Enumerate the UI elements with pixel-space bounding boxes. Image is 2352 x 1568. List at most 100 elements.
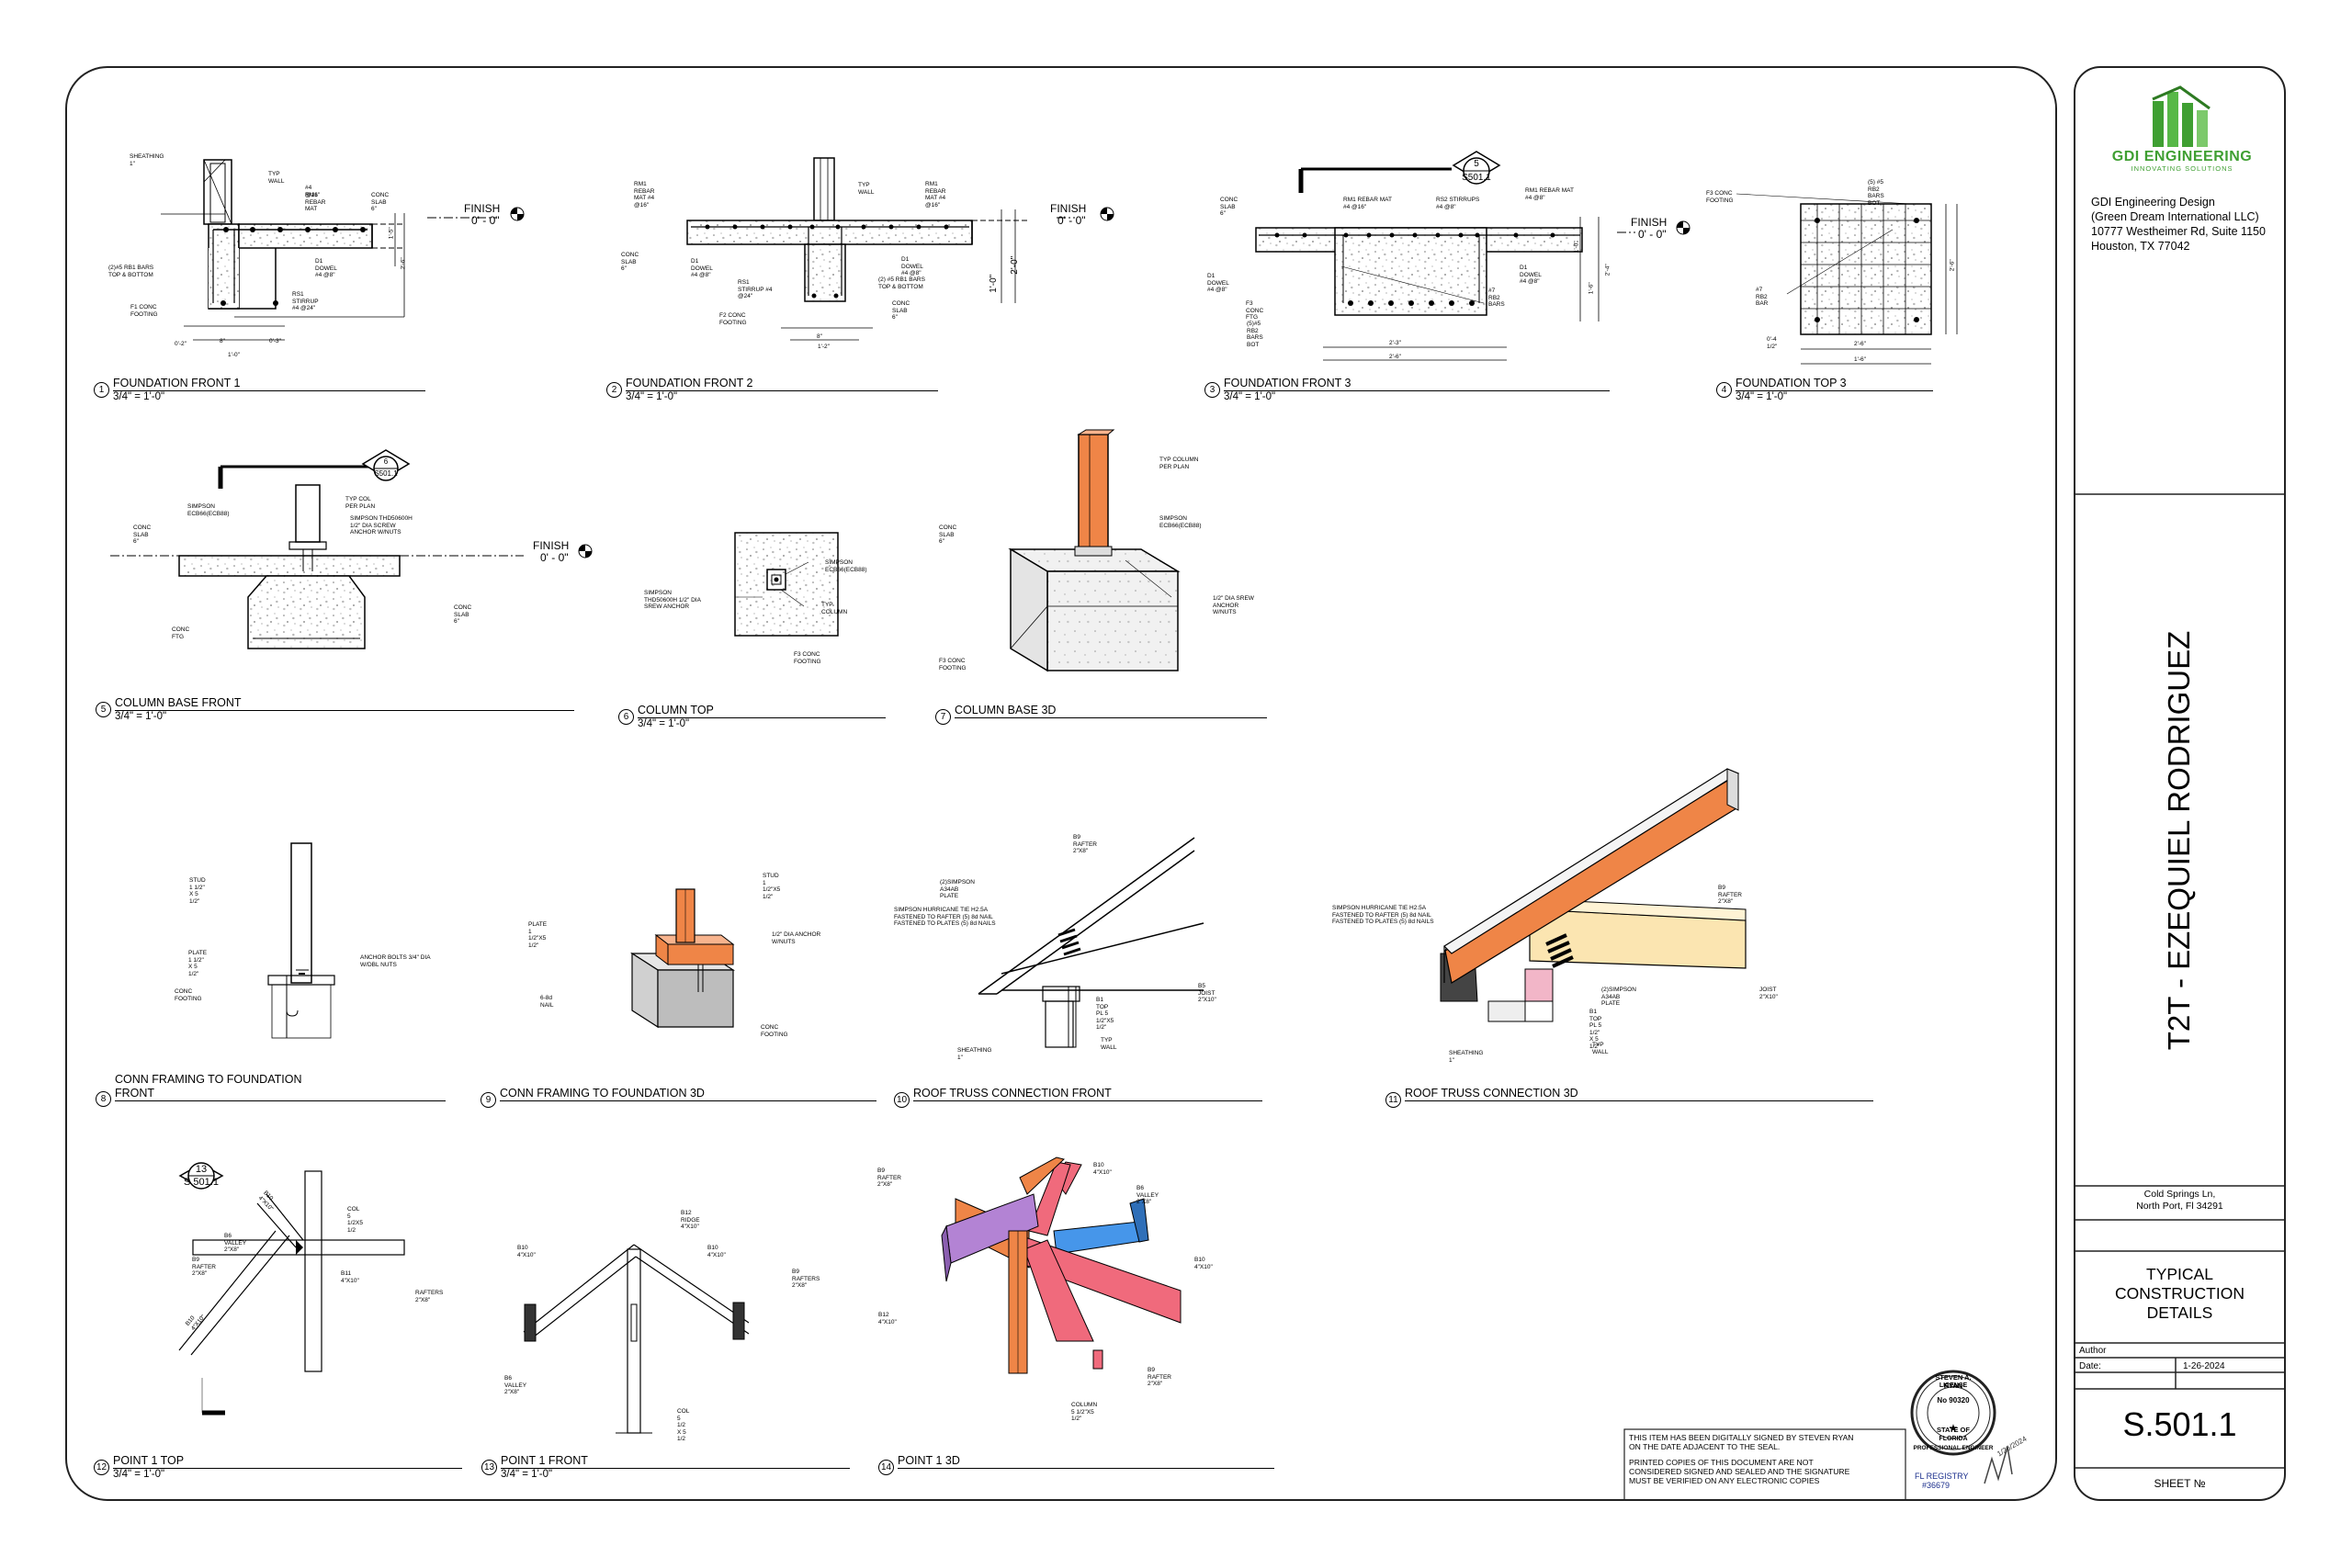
location-line: North Port, Fl 34291 (2136, 1201, 2223, 1212)
finish-label: FINISH (1050, 202, 1087, 215)
seal-registry: FL REGISTRY (1915, 1472, 1969, 1481)
detail-10-title: 10 ROOF TRUSS CONNECTION FRONT (894, 1084, 1262, 1108)
callout: SHEATHING 1" (1449, 1050, 1484, 1064)
finish-elevation: 0' - 0" (471, 214, 500, 227)
callout: (5) #5 RB2 BARS BOT (1868, 179, 1884, 207)
callout: F2 CONC FOOTING (719, 312, 747, 326)
detail-13-graphic (523, 1244, 750, 1434)
callout: D1 DOWEL #4 @8" (1207, 273, 1229, 293)
detail-12-graphic (178, 1162, 405, 1416)
detail-number: 1 (94, 382, 109, 398)
finish-marker-2: FINISH 0' - 0" (1050, 203, 1086, 227)
callout: B12 RIDGE 4"X10" (681, 1210, 700, 1230)
callout: COL 5 1/2X5 1/2 (347, 1206, 363, 1234)
callout: B1 TOP PL 5 1/2"X5 1/2" (1096, 997, 1114, 1031)
callout: D1 DOWEL #4 @8" (691, 258, 713, 278)
sheet-title-line: TYPICAL (2146, 1265, 2213, 1283)
callout: RS2 STIRRUPS #4 @8" (1436, 197, 1480, 210)
project-name: T2T - EZEQUIEL RODRIGUEZ (2162, 630, 2196, 1051)
detail-number: 8 (96, 1091, 111, 1107)
detail-title-text: POINT 1 FRONT (501, 1454, 588, 1467)
callout: RM1 REBAR MAT (305, 192, 326, 212)
detail-scale: 3/4" = 1'-0" (1224, 391, 1276, 402)
detail-2-title: 2 FOUNDATION FRONT 2 3/4" = 1'-0" (606, 374, 956, 407)
detail-11-graphic (1440, 768, 1747, 1022)
callout: RM1 REBAR MAT #4 @16" (634, 181, 655, 209)
callout: TYP COLUMN (821, 602, 848, 615)
callout: B9 RAFTER 2"X8" (877, 1168, 901, 1188)
callout: F3 CONC FOOTING (794, 651, 821, 665)
callout: B12 4"X10" (878, 1312, 897, 1325)
address-line: 10777 Westheimer Rd, Suite 1150 (2091, 225, 2266, 238)
detail-title-text: POINT 1 TOP (113, 1454, 185, 1467)
seal-registry-number: #36679 (1922, 1481, 1951, 1490)
callout: D1 DOWEL #4 @8" (901, 256, 923, 276)
seal-state: STATE OF (1937, 1426, 1970, 1434)
disclaimer-line: MUST BE VERIFIED ON ANY ELECTRONIC COPIE… (1629, 1476, 1820, 1485)
detail-number: 11 (1385, 1092, 1401, 1108)
detail-title-text: ROOF TRUSS CONNECTION 3D (1405, 1087, 1578, 1100)
detail-title-text: FOUNDATION TOP 3 (1736, 377, 1847, 389)
callout: RM1 REBAR MAT #4 @16" (1343, 197, 1392, 210)
detail-title-text: COLUMN BASE 3D (955, 704, 1057, 716)
detail-number: 3 (1204, 382, 1220, 398)
callout: RS1 STIRRUP #4 @24" (292, 291, 319, 311)
detail-number: 12 (94, 1460, 109, 1475)
callout: (2)SIMPSON A34AB PLATE (940, 879, 975, 899)
detail-scale: 3/4" = 1'-0" (1736, 391, 1788, 402)
finish-label: FINISH (464, 202, 501, 215)
detail-5-graphic (110, 449, 593, 649)
callout: 1/2" DIA SREW ANCHOR W/NUTS (1213, 595, 1254, 615)
detail-scale: 3/4" = 1'-0" (626, 391, 678, 402)
dim: 1'-6" (1588, 282, 1595, 295)
detail-title-text: ROOF TRUSS CONNECTION FRONT (913, 1087, 1112, 1100)
seal-license: LICENSE (1939, 1382, 1968, 1389)
detail-number: 6 (618, 709, 634, 725)
company-address: GDI Engineering Design (Green Dream Inte… (2091, 195, 2279, 254)
detail-number: 9 (481, 1092, 496, 1108)
detail-title-text: COLUMN BASE FRONT (115, 696, 242, 709)
detail-6-title: 6 COLUMN TOP 3/4" = 1'-0" (618, 701, 894, 734)
callout: STUD 1 1/2" X 5 1/2" (189, 877, 206, 905)
address-line: (Green Dream International LLC) (2091, 210, 2259, 223)
callout: (2)#5 RB1 BARS TOP & BOTTOM (108, 265, 154, 278)
sheet-title: TYPICAL CONSTRUCTION DETAILS (2075, 1265, 2285, 1323)
callout: #7 RB2 BAR (1756, 287, 1769, 307)
callout: B9 RAFTER 2"X8" (192, 1257, 216, 1277)
address-line: GDI Engineering Design (2091, 196, 2215, 209)
sheet-title-line: DETAILS (2146, 1303, 2213, 1322)
disclaimer-line: THIS ITEM HAS BEEN DIGITALLY SIGNED BY S… (1629, 1433, 1854, 1442)
detail-number: 13 (481, 1460, 497, 1475)
detail-3-graphic (1255, 151, 1690, 361)
finish-elevation: 0' - 0" (1057, 214, 1086, 227)
detail-scale: 3/4" = 1'-0" (113, 391, 165, 402)
callout: B9 RAFTER 2"X8" (1073, 834, 1097, 854)
pe-seal: ★ (1910, 1370, 2013, 1484)
callout: RAFTERS 2"X8" (415, 1290, 444, 1303)
detail-title-text: COLUMN TOP (638, 704, 714, 716)
callout: CONC FOOTING (175, 988, 202, 1002)
dim: 2'-3" (1389, 340, 1401, 346)
detail-2-graphic (686, 157, 1114, 341)
dim: 2'-6" (1389, 354, 1401, 360)
dim: 1'-2" (818, 344, 830, 350)
callout: SIMPSON THD50600H 1/2" DIA SREW ANCHOR (644, 590, 701, 610)
dim: 2'-0" (1010, 255, 1021, 275)
callout: (5)#5 RB2 BARS BOT (1247, 321, 1263, 348)
drawing-area-border (65, 66, 2057, 1501)
callout: CONC SLAB 6" (454, 604, 472, 625)
dim: 1'-0" (228, 352, 240, 358)
detail-12-title: 12 POINT 1 TOP 3/4" = 1'-0" (94, 1451, 462, 1484)
dim: 8" (220, 338, 225, 344)
sheet-number: S.501.1 (2122, 1405, 2237, 1443)
detail-3-title: 3 FOUNDATION FRONT 3 3/4" = 1'-0" (1204, 374, 1618, 407)
detail-4-title: 4 FOUNDATION TOP 3 3/4" = 1'-0" (1716, 374, 1955, 407)
detail-title-text: FOUNDATION FRONT 1 (113, 377, 241, 389)
finish-marker-3: FINISH 0' - 0" (1631, 217, 1667, 241)
detail-8-title: 8 CONN FRAMING TO FOUNDATION FRONT (96, 1073, 454, 1107)
callout: CONC SLAB 6" (892, 300, 910, 321)
callout: F3 CONC FTG (1246, 300, 1264, 321)
section-marker-3-num: 5 (1474, 159, 1479, 169)
detail-number: 7 (935, 709, 951, 725)
callout: B10 4"X10" (1194, 1257, 1213, 1270)
